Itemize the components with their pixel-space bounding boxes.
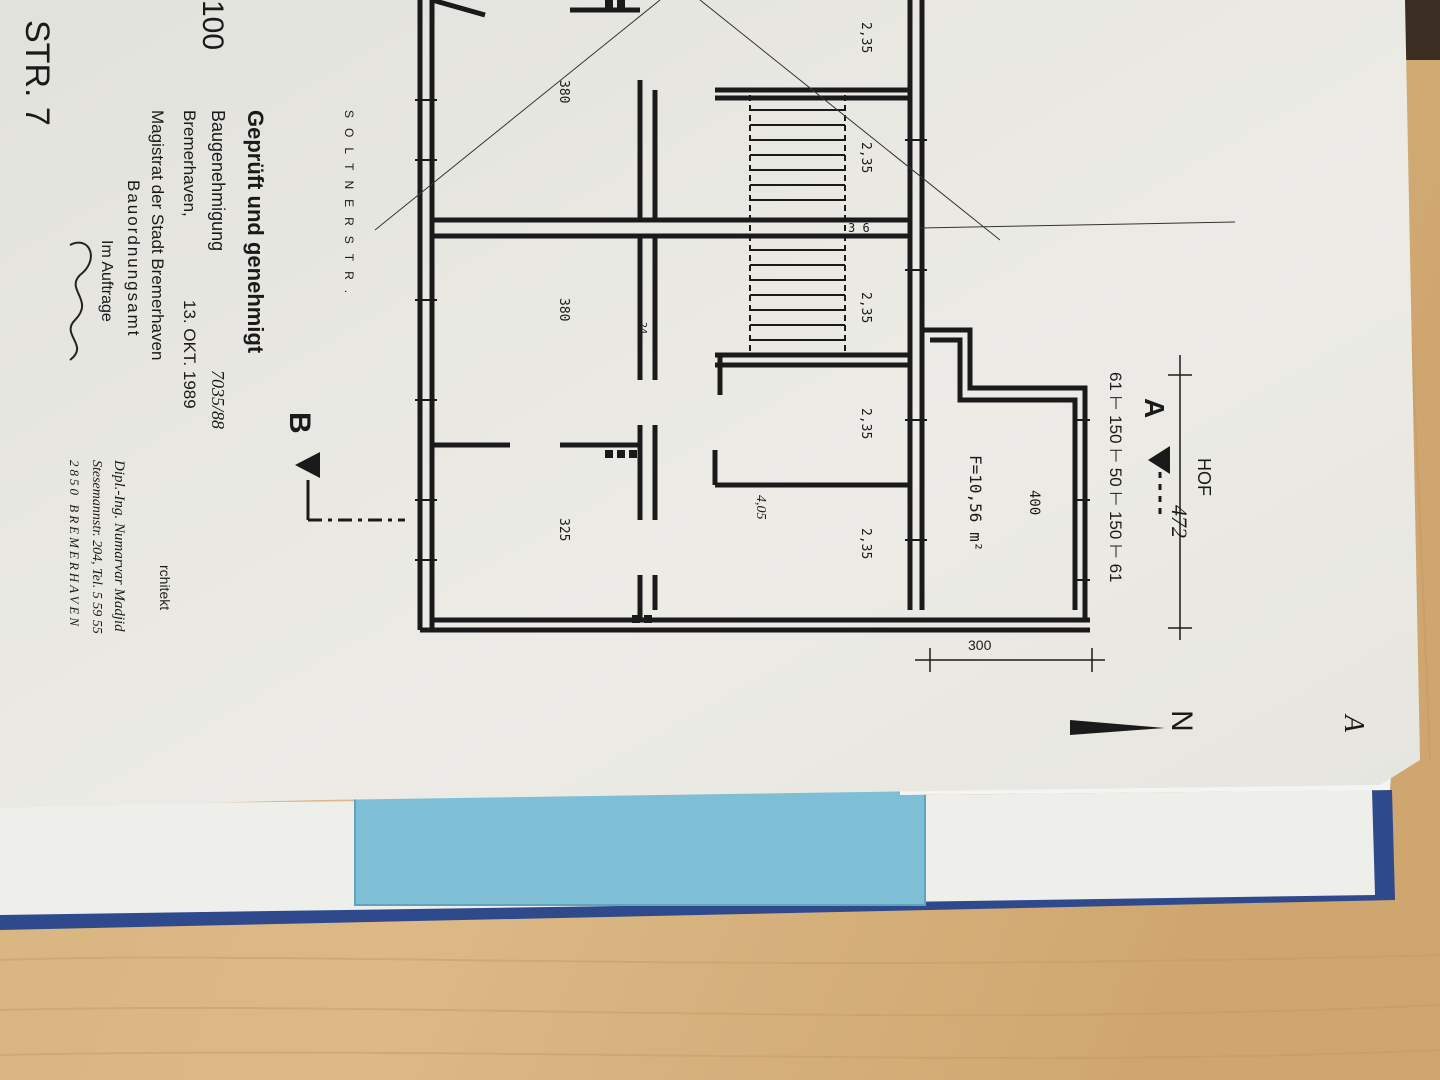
street-number: 100 — [196, 0, 229, 50]
dim-offset: 300 — [968, 637, 992, 653]
dim-balcony-depth: 400 — [1026, 490, 1042, 515]
paper-sheet — [0, 0, 1420, 808]
section-b-label: B — [283, 412, 316, 434]
dim-room-back-3: 2,35 — [858, 292, 873, 323]
architect-city: 2850 BREMERHAVEN — [67, 460, 82, 629]
north-label: N — [1165, 710, 1198, 732]
architect-address: Stesemannstr. 204, Tel. 5 59 55 — [89, 460, 104, 634]
dim-room-back-4: 2,35 — [858, 408, 873, 439]
dim-room-back-1: 2,35 — [858, 22, 873, 53]
dim-small-wall: 24 — [637, 322, 648, 334]
dim-total-width: 472 — [1167, 505, 1192, 538]
dim-room-front-2: 380 — [556, 298, 571, 321]
desk-shadow — [1405, 0, 1440, 60]
floor-plan — [417, 0, 1090, 633]
dim-room-front-1: 380 — [556, 80, 571, 103]
dim-room-back-2: 2,35 — [858, 142, 873, 173]
stamp-authority-dept: Bauordnungsamt — [124, 180, 143, 337]
stamp-city: Bremerhaven, — [180, 110, 199, 217]
stamp-permit-value: 7035/88 — [208, 370, 228, 429]
signature — [69, 241, 92, 361]
dimension-lines — [915, 355, 1192, 672]
chimney-blocks — [605, 0, 652, 623]
street-label: STR. 7 — [18, 20, 56, 126]
dim-room-back-5: 2,35 — [858, 528, 873, 559]
stamp-date: 13. OKT. 1989 — [180, 300, 199, 409]
courtyard-label: HOF — [1194, 458, 1214, 496]
dim-stair-gap: 3 6 — [848, 221, 870, 235]
margin-text: STR. 7 100 SOLTNERSTR. — [18, 0, 356, 303]
dim-window-chain: 61 ⊢ 150 ⊢ 50 ⊢ 150 ⊢ 61 — [1106, 372, 1125, 582]
section-b-marker — [306, 480, 405, 522]
architect-name: Dipl.-Ing. Numarvar Madjid — [111, 459, 127, 632]
area-label: F=10,56 m² — [966, 455, 985, 551]
arrow-b-icon — [295, 452, 320, 478]
dim-room-front-3: 325 — [556, 518, 571, 541]
blue-tab — [355, 790, 925, 905]
architect-trade: rchitekt — [157, 565, 173, 610]
street-side-label: SOLTNERSTR. — [342, 110, 356, 303]
architect-stamp: Dipl.-Ing. Numarvar Madjid Stesemannstr.… — [67, 459, 173, 634]
page-mark: A — [1338, 713, 1369, 733]
section-a-label: A — [1139, 398, 1170, 418]
north-arrow-icon — [1070, 720, 1165, 735]
stamp-permit-label: Baugenehmigung — [208, 110, 228, 251]
stair-treads — [749, 95, 846, 355]
stamp-title: Geprüft und genehmigt — [243, 110, 268, 354]
windows — [415, 99, 1090, 581]
construction-lines — [374, 0, 1236, 241]
stamp-authority: Magistrat der Stadt Bremerhaven — [148, 110, 167, 360]
stamp-on-behalf: Im Auftrage — [98, 240, 115, 322]
plan-labels: HOF A B N A F=10,56 m² 472 61 ⊢ 150 ⊢ 50… — [283, 22, 1369, 733]
annotation-value: 4,05 — [753, 495, 768, 520]
stamp-block: Geprüft und genehmigt Baugenehmigung 703… — [98, 110, 268, 429]
